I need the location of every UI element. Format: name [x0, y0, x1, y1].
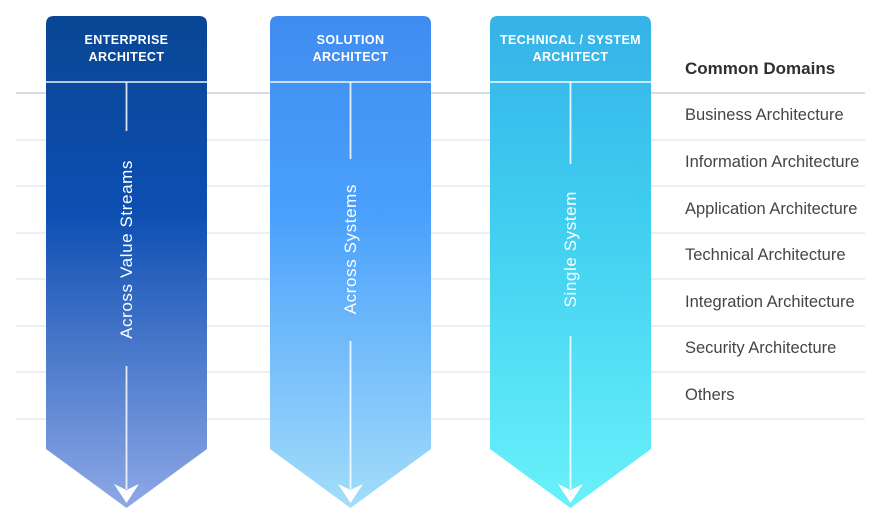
down-arrowhead-icon [338, 484, 363, 503]
down-arrow-banner-shape [46, 16, 207, 508]
domain-item: Technical Architecture [685, 246, 846, 265]
banner-title: TECHNICAL / SYSTEM ARCHITECT [490, 16, 651, 82]
domain-item: Application Architecture [685, 199, 858, 218]
common-domains-list: Common Domains Business Architecture Inf… [685, 46, 890, 419]
down-arrow-banner-shape [490, 16, 651, 508]
row-divider [16, 139, 865, 141]
row-divider [16, 371, 865, 373]
banner-technical-system-architect: TECHNICAL / SYSTEM ARCHITECT Single Syst… [490, 16, 651, 508]
banner-title-line: ARCHITECT [532, 50, 609, 64]
row-divider [16, 92, 865, 94]
banner-title-line: ARCHITECT [88, 50, 165, 64]
domain-item: Business Architecture [685, 106, 844, 125]
banner-title-line: ENTERPRISE [84, 33, 169, 48]
domain-item: Information Architecture [685, 152, 860, 171]
banner-scope-label: Single System [560, 190, 580, 308]
domain-item: Others [685, 385, 735, 404]
banner-scope-wrap: Single System [490, 82, 651, 416]
banner-enterprise-architect: ENTERPRISE ARCHITECT Across Value Stream… [46, 16, 207, 508]
banner-title-line: TECHNICAL / SYSTEM [499, 33, 641, 48]
banner-scope-wrap: Across Systems [270, 82, 431, 416]
banner-title: SOLUTION ARCHITECT [270, 16, 431, 82]
banner-title-line: SOLUTION [316, 33, 385, 48]
banner-scope-label: Across Systems [340, 183, 360, 315]
down-arrowhead-icon [558, 484, 583, 503]
domain-item: Security Architecture [685, 339, 837, 358]
row-divider [16, 278, 865, 280]
row-divider [16, 232, 865, 234]
banner-title-line: ARCHITECT [312, 50, 389, 64]
banner-scope-label: Across Value Streams [116, 159, 136, 339]
banner-solution-architect: SOLUTION ARCHITECT Across Systems [270, 16, 431, 508]
row-divider [16, 185, 865, 187]
banner-scope-wrap: Across Value Streams [46, 82, 207, 416]
row-divider [16, 418, 865, 420]
banner-title: ENTERPRISE ARCHITECT [46, 16, 207, 82]
down-arrowhead-icon [114, 484, 139, 503]
common-domains-header: Common Domains [685, 59, 836, 79]
domain-item: Integration Architecture [685, 292, 855, 311]
row-divider [16, 325, 865, 327]
down-arrow-banner-shape [270, 16, 431, 508]
